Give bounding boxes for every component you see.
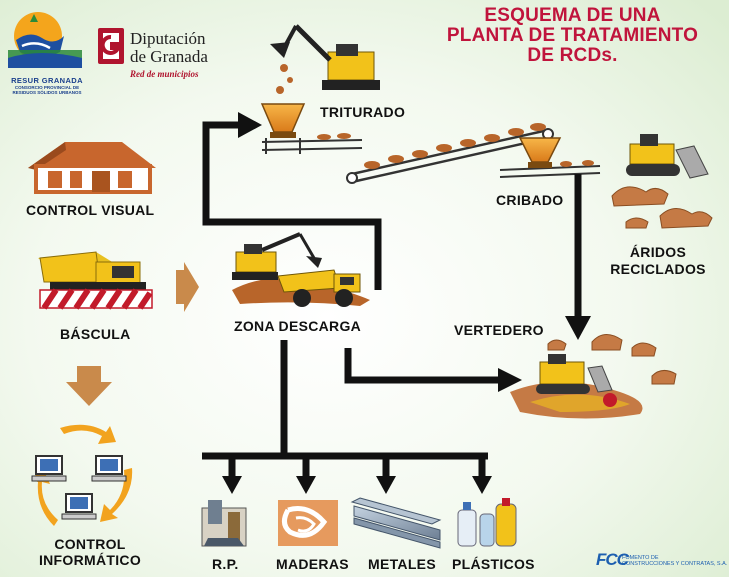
label-aridos-reciclados: ÁRIDOS RECICLADOS: [598, 244, 718, 278]
diputacion-logo-mark: [98, 28, 124, 64]
arrow-heads: [222, 112, 591, 494]
rubble-on-belt: [317, 123, 594, 169]
label-zona-descarga: ZONA DESCARGA: [234, 318, 362, 334]
flow-arrow-bascula-to-control: [66, 366, 112, 406]
crusher-hopper-illustration: [260, 103, 306, 154]
diputacion-tagline: Red de municipios: [130, 69, 199, 79]
title-line-2: PLANTA DE TRATAMIENTO: [446, 25, 699, 46]
diputacion-line-2: de Granada: [130, 47, 208, 66]
fcc-line-1: FOMENTO DE: [622, 555, 659, 561]
label-aridos-line-1: ÁRIDOS: [629, 244, 687, 260]
resur-logo-text: RESUR GRANADA CONSORCIO PROVINCIAL DE RE…: [3, 76, 91, 95]
label-vertedero: VERTEDERO: [454, 322, 544, 338]
computer-icon: [61, 493, 97, 520]
label-control-informatico-line-1: CONTROL: [54, 536, 126, 552]
steel-beams-icon: [350, 497, 442, 549]
title-line-1: ESQUEMA DE UNA: [484, 5, 661, 26]
label-plasticos: PLÁSTICOS: [452, 556, 535, 572]
label-aridos-line-2: RECICLADOS: [610, 261, 706, 277]
landfill-illustration: [510, 334, 677, 419]
label-triturado: TRITURADO: [320, 104, 406, 120]
conveyor-illustration: [261, 128, 601, 184]
fcc-line-2: CONSTRUCCIONES Y CONTRATAS, S.A.: [622, 561, 728, 567]
label-maderas: MADERAS: [276, 556, 349, 572]
diputacion-line-1: Diputación: [130, 29, 206, 48]
computer-icon: [91, 455, 127, 482]
wood-icon: [278, 500, 338, 546]
bulldozer-illustration: [626, 134, 709, 179]
diputacion-name: Diputación de Granada: [130, 30, 208, 66]
title-line-3: DE RCDs.: [527, 45, 618, 66]
resur-logo: [8, 12, 82, 68]
excavator-illustration: [270, 24, 380, 94]
fcc-mark: FCC: [596, 550, 629, 569]
truck-on-scale-illustration: [38, 251, 153, 310]
label-control-informatico: CONTROL INFORMÁTICO: [30, 536, 150, 568]
screening-hopper-illustration: [518, 137, 562, 168]
label-control-informatico-line-2: INFORMÁTICO: [38, 552, 142, 568]
flow-lines: [202, 121, 582, 478]
label-bascula: BÁSCULA: [60, 326, 131, 342]
plastic-bottles-icon: [457, 498, 517, 547]
label-cribado: CRIBADO: [496, 192, 564, 208]
control-building-illustration: [28, 142, 156, 194]
flow-arrow-bascula-to-descarga: [176, 262, 199, 312]
label-metales: METALES: [368, 556, 436, 572]
fcc-text: FOMENTO DE CONSTRUCCIONES Y CONTRATAS, S…: [622, 555, 727, 567]
resur-name: RESUR GRANADA: [11, 76, 83, 85]
label-rp: R.P.: [212, 556, 239, 572]
hazardous-waste-icon: [201, 500, 247, 547]
resur-subtitle: CONSORCIO PROVINCIAL DE RESIDUOS SÓLIDOS…: [12, 85, 82, 95]
recycle-computers-illustration: [31, 424, 133, 526]
computer-icon: [31, 455, 67, 482]
aridos-pile-illustration: [611, 186, 713, 229]
diagram-title: ESQUEMA DE UNA PLANTA DE TRATAMIENTO DE …: [420, 6, 725, 66]
label-control-visual: CONTROL VISUAL: [26, 202, 155, 218]
unloading-zone-illustration: [232, 232, 370, 307]
